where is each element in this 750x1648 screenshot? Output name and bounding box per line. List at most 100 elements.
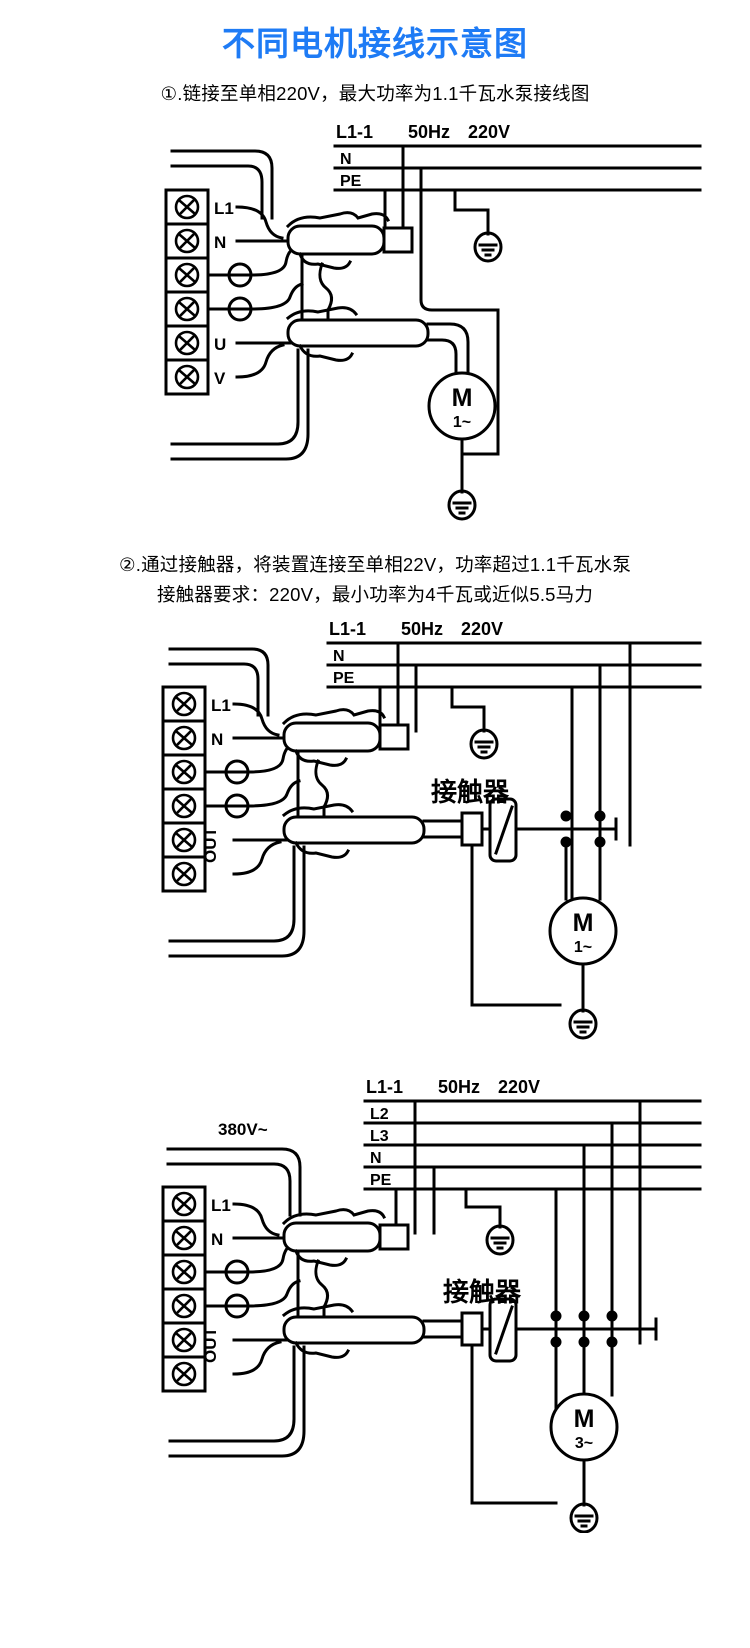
rail3-header-l1-1: L1-1 (366, 1077, 403, 1097)
connector3-upper (281, 1208, 410, 1268)
lead2-6 (232, 840, 282, 876)
rail-header-50hz: 50Hz (408, 122, 450, 142)
cable-wiggle (318, 262, 333, 322)
ring3-terminal-4 (224, 1293, 250, 1319)
ring3-terminal-3 (224, 1259, 250, 1285)
motor-return (419, 230, 500, 456)
lead-v (235, 343, 285, 379)
earth-icon-motor (447, 489, 477, 521)
page-title: 不同电机接线示意图 (222, 25, 528, 62)
terminal2-label-out: OUT (201, 827, 220, 864)
top2-wire-b (168, 662, 260, 717)
top-wire-a (170, 149, 274, 220)
rail-label-n: N (340, 151, 352, 168)
motor-letter-2: M (573, 909, 594, 937)
rail3-label-l2: L2 (370, 1106, 389, 1123)
rail3-header-50hz: 50Hz (438, 1077, 480, 1097)
motor-letter-3: M (574, 1405, 595, 1433)
terminal-label-l1: L1 (214, 199, 234, 218)
rail-label-pe: PE (340, 173, 362, 190)
contactor3-coil-body (460, 1311, 484, 1347)
lead-l1 (235, 205, 284, 240)
lead3-6 (232, 1340, 282, 1376)
terminal3-label-l1: L1 (211, 1196, 231, 1215)
cable3-wiggle (314, 1259, 329, 1319)
rail2-header-220v: 220V (461, 619, 503, 639)
pe-earth-branch (453, 188, 490, 236)
rail-header-l1-1: L1-1 (336, 122, 373, 142)
connector3-lower (281, 1303, 426, 1360)
lead-4 (206, 282, 304, 311)
terminal3-label-n: N (211, 1230, 223, 1249)
contactor-label-3: 接触器 (443, 1277, 522, 1307)
contactor-2 (480, 797, 518, 863)
lead2-4 (203, 779, 301, 808)
bottom2-wire-b (168, 845, 306, 958)
connector-lower (285, 306, 430, 363)
section-2-caption-line-1: ②.通过接触器，将装置连接至单相22V，功率超过1.1千瓦水泵 (118, 554, 632, 576)
terminal2-label-l1: L1 (211, 696, 231, 715)
lead3-l1 (232, 1202, 280, 1238)
bottom3-wire-b (168, 1345, 306, 1458)
supply-label-380v: 380V~ (218, 1120, 268, 1139)
section-1-caption-line-1: ①.链接至单相220V，最大功率为1.1千瓦水泵接线图 (160, 82, 590, 104)
contactor3-coil-return (470, 1343, 558, 1505)
bottom-wire-b (170, 348, 310, 461)
motor-feed-b (426, 338, 458, 376)
supply3-wire-b (166, 1162, 292, 1217)
cable2-wiggle (314, 759, 329, 819)
rail-header-220v: 220V (468, 122, 510, 142)
motor-phase-1: 1~ (453, 414, 471, 431)
rail3-label-pe: PE (370, 1172, 392, 1189)
ring-terminal-3 (227, 262, 253, 288)
rail2-label-pe: PE (333, 670, 355, 687)
bottom2-wire-a (168, 845, 296, 943)
ring2-terminal-4 (224, 793, 250, 819)
section-1-caption: ①.链接至单相220V，最大功率为1.1千瓦水泵接线图 (0, 80, 750, 109)
rail2-header-l1-1: L1-1 (329, 619, 366, 639)
terminal2-label-n: N (211, 730, 223, 749)
motor-phase-2: 1~ (574, 939, 592, 956)
bottom-wire-a (170, 348, 300, 446)
connector-upper (285, 211, 414, 271)
ring2-terminal-3 (224, 759, 250, 785)
motor-letter-1: M (452, 384, 473, 412)
rail3-label-n: N (370, 1150, 382, 1167)
earth-icon-motor-3 (569, 1502, 599, 1534)
contactor-coil-body (460, 811, 484, 847)
connector2-upper (281, 708, 410, 768)
diagram-3: 380V~ L1-1 50Hz 220V L2 L3 N PE L1 N OUT… (0, 1073, 750, 1534)
terminal-label-n: N (214, 233, 226, 252)
terminal-block-3 (161, 1185, 207, 1393)
connector2-lower (281, 803, 426, 860)
supply3-wire-a (166, 1147, 302, 1217)
diagram-1: L1-1 50Hz 220V N PE L1 N U V M 1~ (0, 114, 750, 544)
earth-icon (473, 231, 503, 263)
diagram-2: L1-1 50Hz 220V N PE L1 N OUT 接触器 M 1~ (0, 613, 750, 1063)
terminal-label-u: U (214, 335, 226, 354)
lead2-l1 (232, 702, 280, 738)
motor-feed-a (426, 322, 470, 376)
motor-phase-3: 3~ (575, 1435, 593, 1452)
bottom3-wire-a (168, 1345, 296, 1443)
contactor-label-2: 接触器 (431, 777, 510, 807)
pe3-earth-branch (464, 1187, 502, 1229)
earth-icon-motor-2 (568, 1008, 598, 1040)
rail2-label-n: N (333, 648, 345, 665)
terminal-label-v: V (214, 369, 226, 388)
terminal-block-2 (161, 685, 207, 893)
terminal3-label-out: OUT (201, 1327, 220, 1364)
terminal-block-1 (164, 188, 210, 396)
rail3-header-220v: 220V (498, 1077, 540, 1097)
rail3-label-l3: L3 (370, 1128, 389, 1145)
contactor-3 (480, 1297, 518, 1363)
top-wire-b (170, 164, 264, 220)
section-2-caption-line-2: 接触器要求：220V，最小功率为4千瓦或近似5.5马力 (156, 583, 594, 605)
ring-terminal-4 (227, 296, 253, 322)
lead3-4 (203, 1279, 301, 1308)
earth-icon-3 (485, 1224, 515, 1256)
rail2-header-50hz: 50Hz (401, 619, 443, 639)
top2-wire-a (168, 647, 270, 717)
pe2-earth-branch (450, 685, 486, 733)
